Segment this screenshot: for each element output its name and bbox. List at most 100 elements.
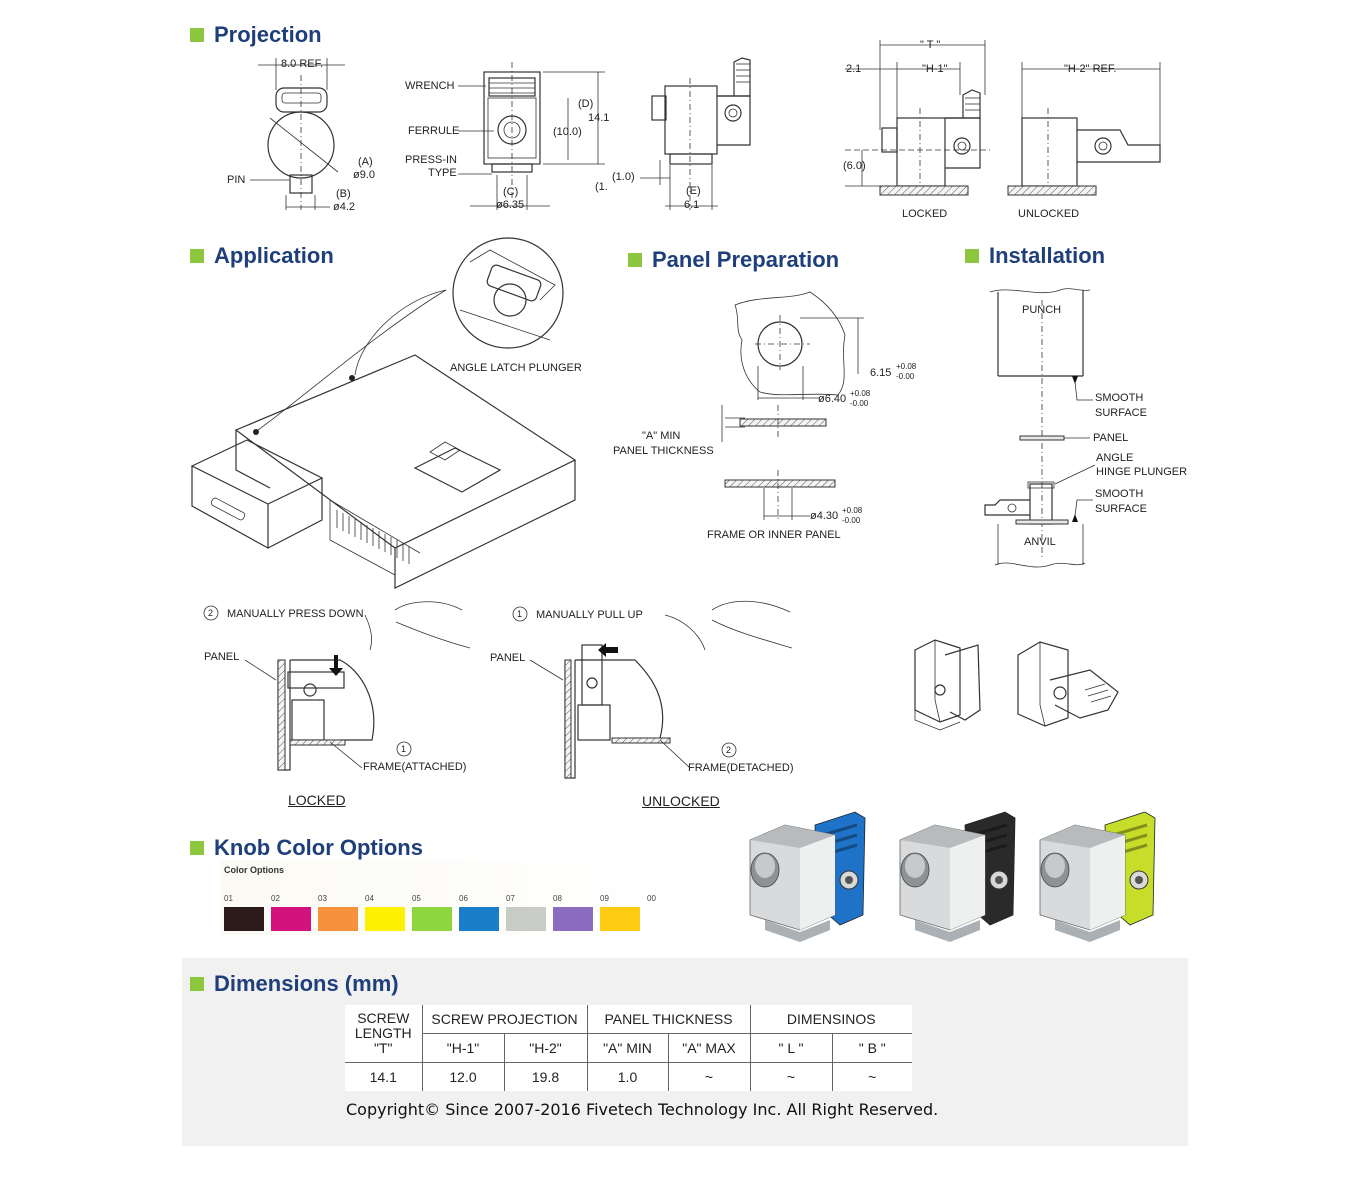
step-number: 1 (401, 744, 407, 754)
label-e-value: 6.1 (684, 199, 700, 211)
swatch-number: 06 (459, 894, 468, 903)
header-panel-thickness: PANEL THICKNESS (586, 1005, 751, 1034)
header-text: "T" (374, 1040, 393, 1056)
bullet-square (190, 249, 204, 263)
label-b: (B) (336, 188, 351, 200)
table-cell: 14.1 (345, 1062, 423, 1091)
label-panel-thickness: PANEL THICKNESS (613, 445, 714, 457)
copyright-notice: Copyright© Since 2007-2016 Fivetech Tech… (346, 1100, 939, 1119)
swatch-number: 02 (271, 894, 280, 903)
label-type: TYPE (428, 167, 457, 179)
label-press-in: PRESS-IN (405, 154, 457, 166)
bullet-square (628, 253, 642, 267)
color-swatch[interactable] (318, 907, 358, 931)
table-cell: ~ (667, 1062, 751, 1091)
color-swatch[interactable] (224, 907, 264, 931)
label-hinge-plunger: HINGE PLUNGER (1096, 466, 1188, 478)
projection-drawings (250, 40, 1161, 210)
section-title-text: Installation (989, 243, 1106, 268)
bullet-square (965, 249, 979, 263)
table-cell: ~ (831, 1062, 912, 1091)
table-cell: ~ (749, 1062, 833, 1091)
subheader-cell: "A" MAX (667, 1033, 751, 1063)
table-row: 14.1 12.0 19.8 1.0 ~ ~ ~ (345, 1062, 912, 1091)
section-title-projection: Projection (190, 22, 322, 48)
swatch-number: 03 (318, 894, 327, 903)
label-unlocked-state: UNLOCKED (642, 793, 720, 809)
step-number: 1 (517, 609, 523, 619)
label-panel-left: PANEL (204, 651, 240, 663)
color-swatch[interactable] (506, 907, 546, 931)
color-swatch[interactable] (412, 907, 452, 931)
subheader-cell: " L " (749, 1033, 833, 1063)
label-one-a: (1.0) (612, 171, 635, 183)
product-3d-sketches (914, 639, 1119, 731)
installation-drawing (984, 288, 1096, 568)
label-4-30: ø4.30 (810, 510, 839, 522)
label-t: " T " (920, 39, 941, 51)
color-swatch[interactable] (600, 907, 640, 931)
label-frame-or-inner-panel: FRAME OR INNER PANEL (707, 529, 841, 541)
section-title-text: Dimensions (mm) (214, 971, 399, 996)
unlocked-product-sketch (1017, 641, 1119, 727)
color-swatch[interactable] (459, 907, 499, 931)
step-number: 2 (208, 608, 214, 618)
color-swatch[interactable] (553, 907, 593, 931)
section-title-application: Application (190, 243, 334, 269)
header-dimensinos: DIMENSINOS (749, 1005, 912, 1034)
label-a-value: ø9.0 (353, 169, 376, 181)
section-title-installation: Installation (965, 243, 1105, 269)
tolerance-bottom: -0.00 (896, 372, 915, 381)
swatch-number: 09 (600, 894, 609, 903)
label-a-min: "A" MIN (642, 430, 681, 442)
knob-render (1039, 811, 1156, 942)
label-surface: SURFACE (1095, 503, 1147, 515)
panel-preparation-drawing (721, 291, 864, 520)
table-cell: 19.8 (503, 1062, 588, 1091)
tolerance-top: +0.08 (896, 362, 917, 371)
tolerance-bottom: -0.00 (842, 516, 861, 525)
pin-side-view (250, 58, 345, 210)
label-anvil: ANVIL (1024, 536, 1056, 548)
label-manually-press-down: MANUALLY PRESS DOWN (227, 608, 364, 620)
section-title-knob-color-options: Knob Color Options (190, 835, 423, 861)
application-drawings (190, 237, 793, 779)
locked-view (845, 40, 990, 196)
section-title-text: Knob Color Options (214, 835, 423, 860)
magnifier-circle (452, 237, 564, 349)
label-ten: (10.0) (553, 126, 582, 138)
label-6-15: 6.15 (870, 367, 891, 380)
label-6-40: ø6.40 (818, 393, 847, 405)
unlocked-view (1007, 62, 1161, 196)
swatch-number: 07 (506, 894, 515, 903)
label-manually-pull-up: MANUALLY PULL UP (536, 609, 643, 621)
header-text: SCREW (357, 1010, 410, 1026)
label-locked-state: LOCKED (288, 792, 346, 808)
section-title-text: Projection (214, 22, 322, 47)
bullet-square (190, 977, 204, 991)
label-ferrule: FERRULE (408, 125, 460, 137)
subheader-cell: "H-2" (503, 1033, 588, 1063)
label-angle: ANGLE (1096, 452, 1134, 464)
step-number: 2 (726, 745, 732, 755)
knob-render (899, 811, 1016, 942)
label-frame-detached: FRAME(DETACHED) (688, 762, 794, 774)
label-h2-ref: "H-2" REF. (1064, 63, 1117, 75)
locked-product-sketch (914, 639, 981, 731)
label-d: (D) (578, 98, 594, 110)
label-panel-right: PANEL (490, 652, 526, 664)
label-smooth: SMOOTH (1095, 488, 1144, 500)
color-swatch[interactable] (271, 907, 311, 931)
knob-renders (749, 811, 1156, 942)
bullet-square (190, 28, 204, 42)
label-b-value: ø4.2 (333, 201, 356, 213)
label-locked: LOCKED (902, 208, 948, 220)
color-swatch[interactable] (365, 907, 405, 931)
table-cell: 12.0 (421, 1062, 505, 1091)
bullet-square (190, 841, 204, 855)
table-cell: 1.0 (586, 1062, 669, 1091)
label-panel: PANEL (1093, 432, 1129, 444)
header-screw-length: SCREW LENGTH "T" (345, 1005, 423, 1063)
swatch-number: 05 (412, 894, 421, 903)
